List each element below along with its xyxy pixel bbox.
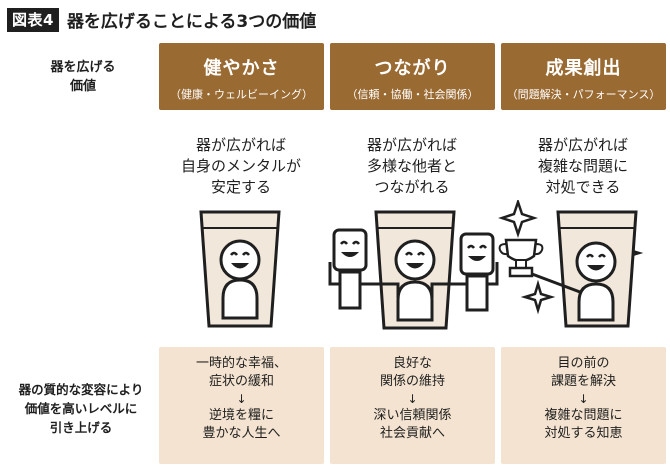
trophy-person-illustration: [498, 200, 644, 328]
value-box-wellbeing: 一時的な幸福、 症状の緩和 ↓ 逆境を糧に 豊かな人生へ: [159, 347, 324, 464]
row-label-transformation: 器の質的な変容により 価値を高いレベルに 引き上げる: [18, 382, 144, 435]
down-arrow-icon: ↓: [407, 392, 418, 406]
row-label-value: 器を広げる 価値: [50, 60, 116, 94]
value-box-connection: 良好な 関係の維持 ↓ 深い信頼関係 社会貢献へ: [330, 347, 495, 464]
connected-people-illustration: [328, 210, 499, 330]
sparkle-icon: [498, 200, 538, 238]
description-connection: 器が広がれば 多様な他者と つながれる: [366, 136, 457, 196]
figure-label: 図表4: [7, 7, 59, 32]
smiling-person-icon: [394, 239, 436, 322]
sparkle-icon: [520, 279, 556, 315]
header-connection: つながり （信頼・協働・社会関係）: [330, 43, 495, 110]
value-box-achievement: 目の前の 課題を解決 ↓ 複雑な問題に 対処する知恵: [501, 347, 666, 464]
smiling-person-icon: [332, 228, 368, 310]
figure-title: 器を広げることによる3つの価値: [66, 12, 317, 32]
header-wellbeing: 健やかさ （健康・ウェルビーイング）: [159, 43, 324, 110]
smiling-person-icon: [459, 232, 495, 312]
smiling-person-icon: [219, 239, 261, 320]
header-achievement: 成果創出 （問題解決・パフォーマンス）: [501, 43, 666, 110]
down-arrow-icon: ↓: [236, 392, 247, 406]
glass-person-illustration: [199, 210, 281, 328]
down-arrow-icon: ↓: [578, 392, 589, 406]
trophy-icon: [498, 238, 544, 278]
description-achievement: 器が広がれば 複雑な問題に 対処できる: [537, 136, 628, 196]
description-wellbeing: 器が広がれば 自身のメンタルが 安定する: [180, 136, 301, 196]
figure-title-row: 図表4 器を広げることによる3つの価値: [7, 7, 316, 32]
smiling-person-icon: [531, 241, 617, 322]
